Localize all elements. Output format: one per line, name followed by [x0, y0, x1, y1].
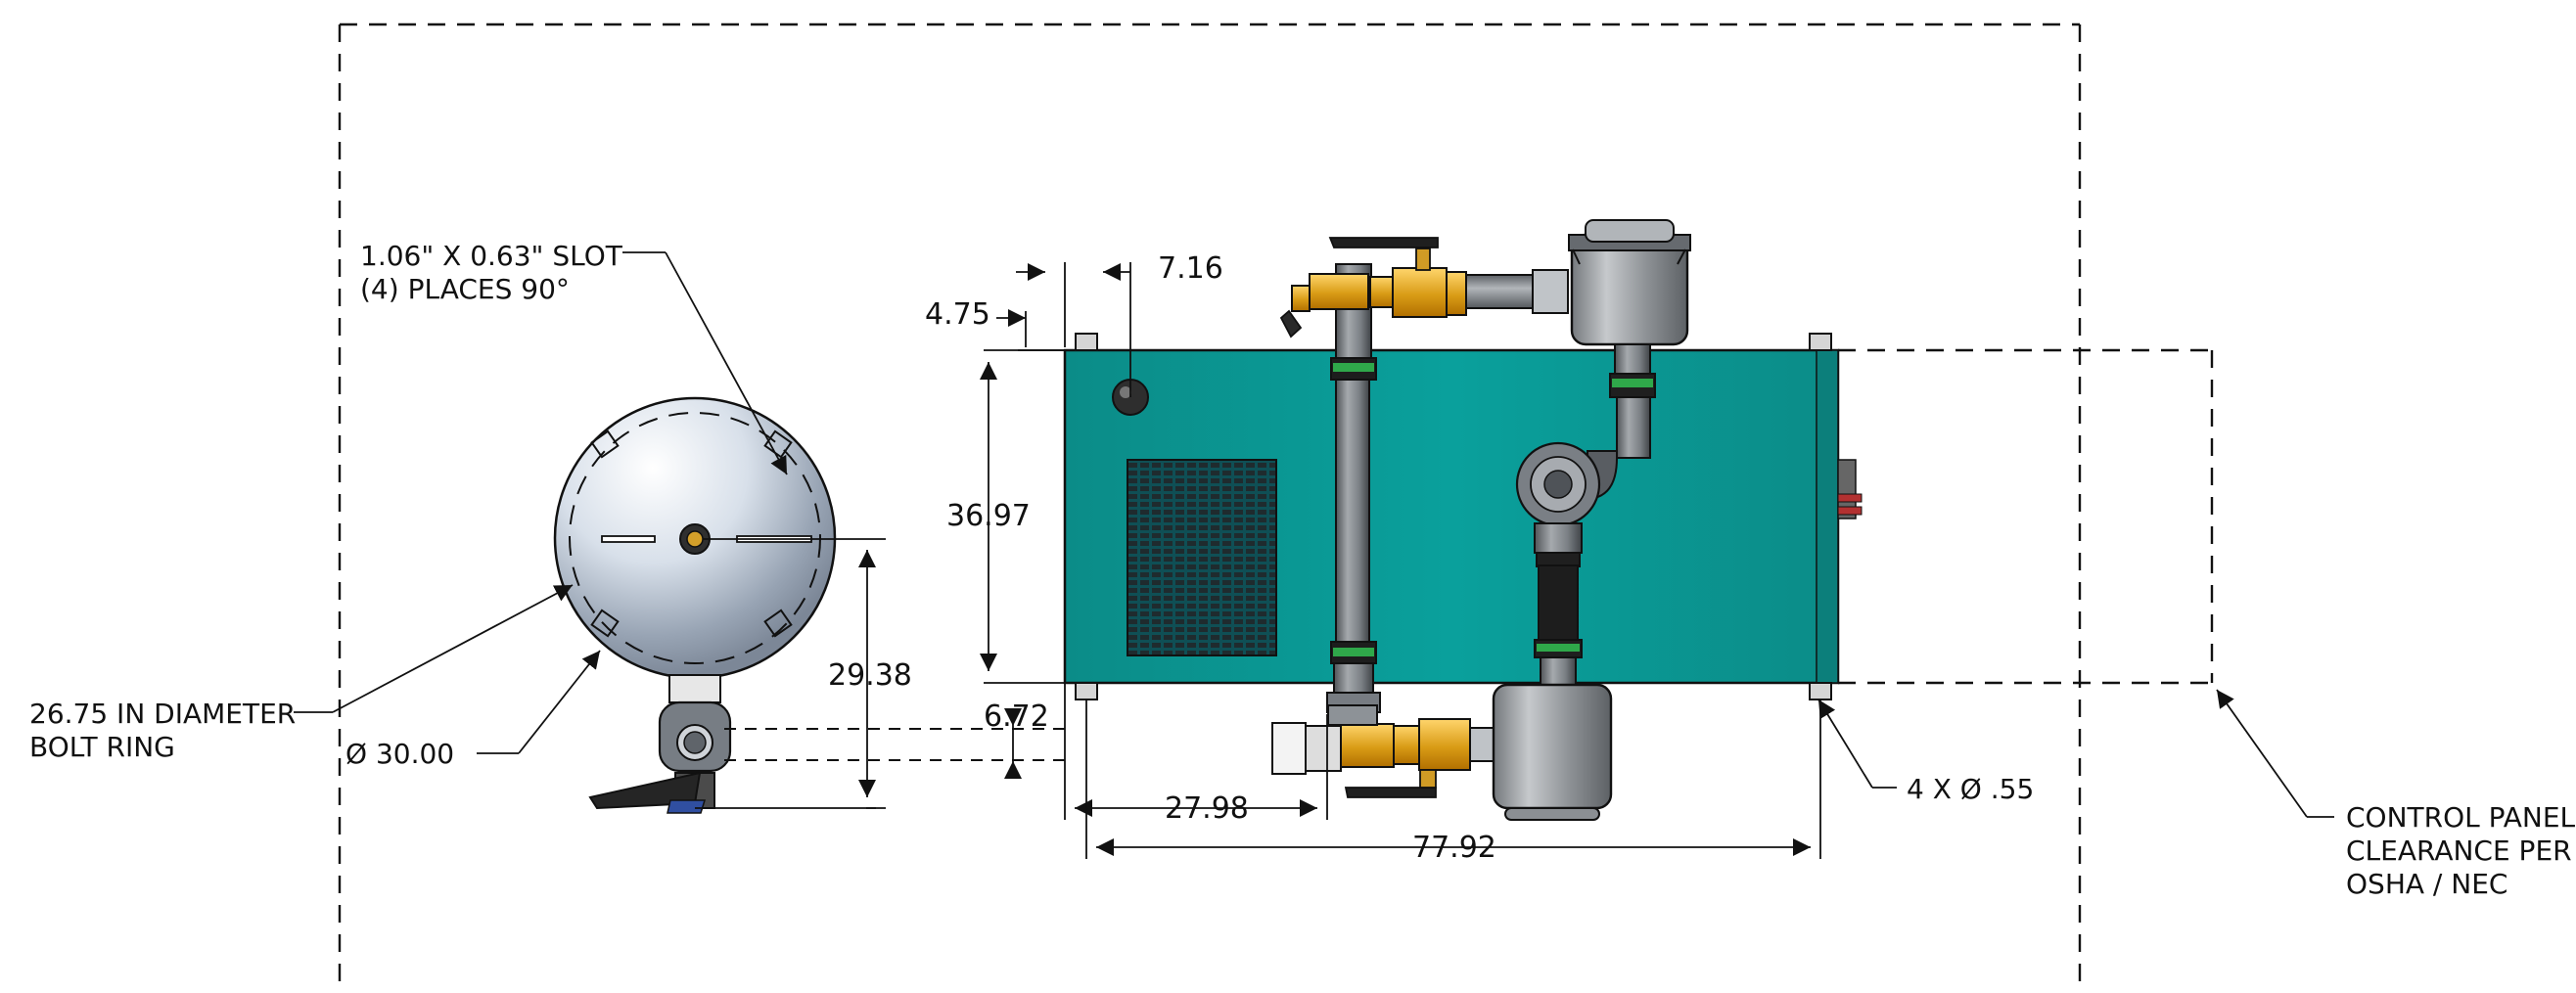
control-panel-note: CONTROL PANEL CLEARANCE PER OSHA / NEC	[2216, 689, 2576, 900]
top-view-tank	[1063, 333, 1863, 700]
dimension-2798: 27.98	[1064, 683, 1328, 826]
dimension-716: 7.16	[1016, 251, 1223, 397]
holes-note-text: 4 X Ø .55	[1907, 773, 2034, 805]
dimension-label: 77.92	[1412, 831, 1496, 865]
bolt-ring-note: 26.75 IN DIAMETER BOLT RING	[29, 584, 574, 763]
control-panel-line1: CONTROL PANEL	[2346, 801, 2576, 834]
dimension-475: 4.75	[925, 297, 1065, 351]
diameter-note: Ø 30.00	[345, 650, 601, 770]
dimension-label: 7.16	[1158, 251, 1223, 286]
slot-note: 1.06" X 0.63" SLOT (4) PLACES 90°	[360, 240, 788, 475]
dimension-label: 4.75	[925, 297, 990, 332]
slot-note-line1: 1.06" X 0.63" SLOT	[360, 240, 623, 272]
clearance-envelope	[338, 23, 2082, 990]
holes-note: 4 X Ø .55	[1817, 699, 2034, 805]
dimension-672: 6.72	[984, 700, 1049, 779]
dimension-label: 29.38	[828, 658, 912, 693]
lower-valve-assembly	[1271, 704, 1496, 798]
dashed-references	[724, 348, 2214, 761]
dimension-2938: 29.38	[828, 538, 912, 809]
dimension-label: 27.98	[1165, 791, 1249, 826]
right-piping-assembly	[1492, 219, 1691, 821]
side-view-tank	[553, 396, 876, 814]
bolt-ring-line2: BOLT RING	[29, 731, 175, 763]
control-panel-line2: CLEARANCE PER	[2346, 835, 2572, 867]
diameter-note-text: Ø 30.00	[345, 738, 454, 770]
dimension-label: 6.72	[984, 700, 1049, 734]
dimension-7792: 77.92	[1085, 700, 1821, 865]
slot-mark	[590, 429, 793, 638]
slot-note-line2: (4) PLACES 90°	[360, 273, 570, 305]
bolt-ring-line1: 26.75 IN DIAMETER	[29, 698, 296, 730]
dimension-label: 36.97	[946, 499, 1031, 533]
upper-valve-assembly	[1279, 237, 1569, 339]
dimension-3697: 36.97	[946, 349, 1065, 684]
control-panel-line3: OSHA / NEC	[2346, 868, 2507, 900]
